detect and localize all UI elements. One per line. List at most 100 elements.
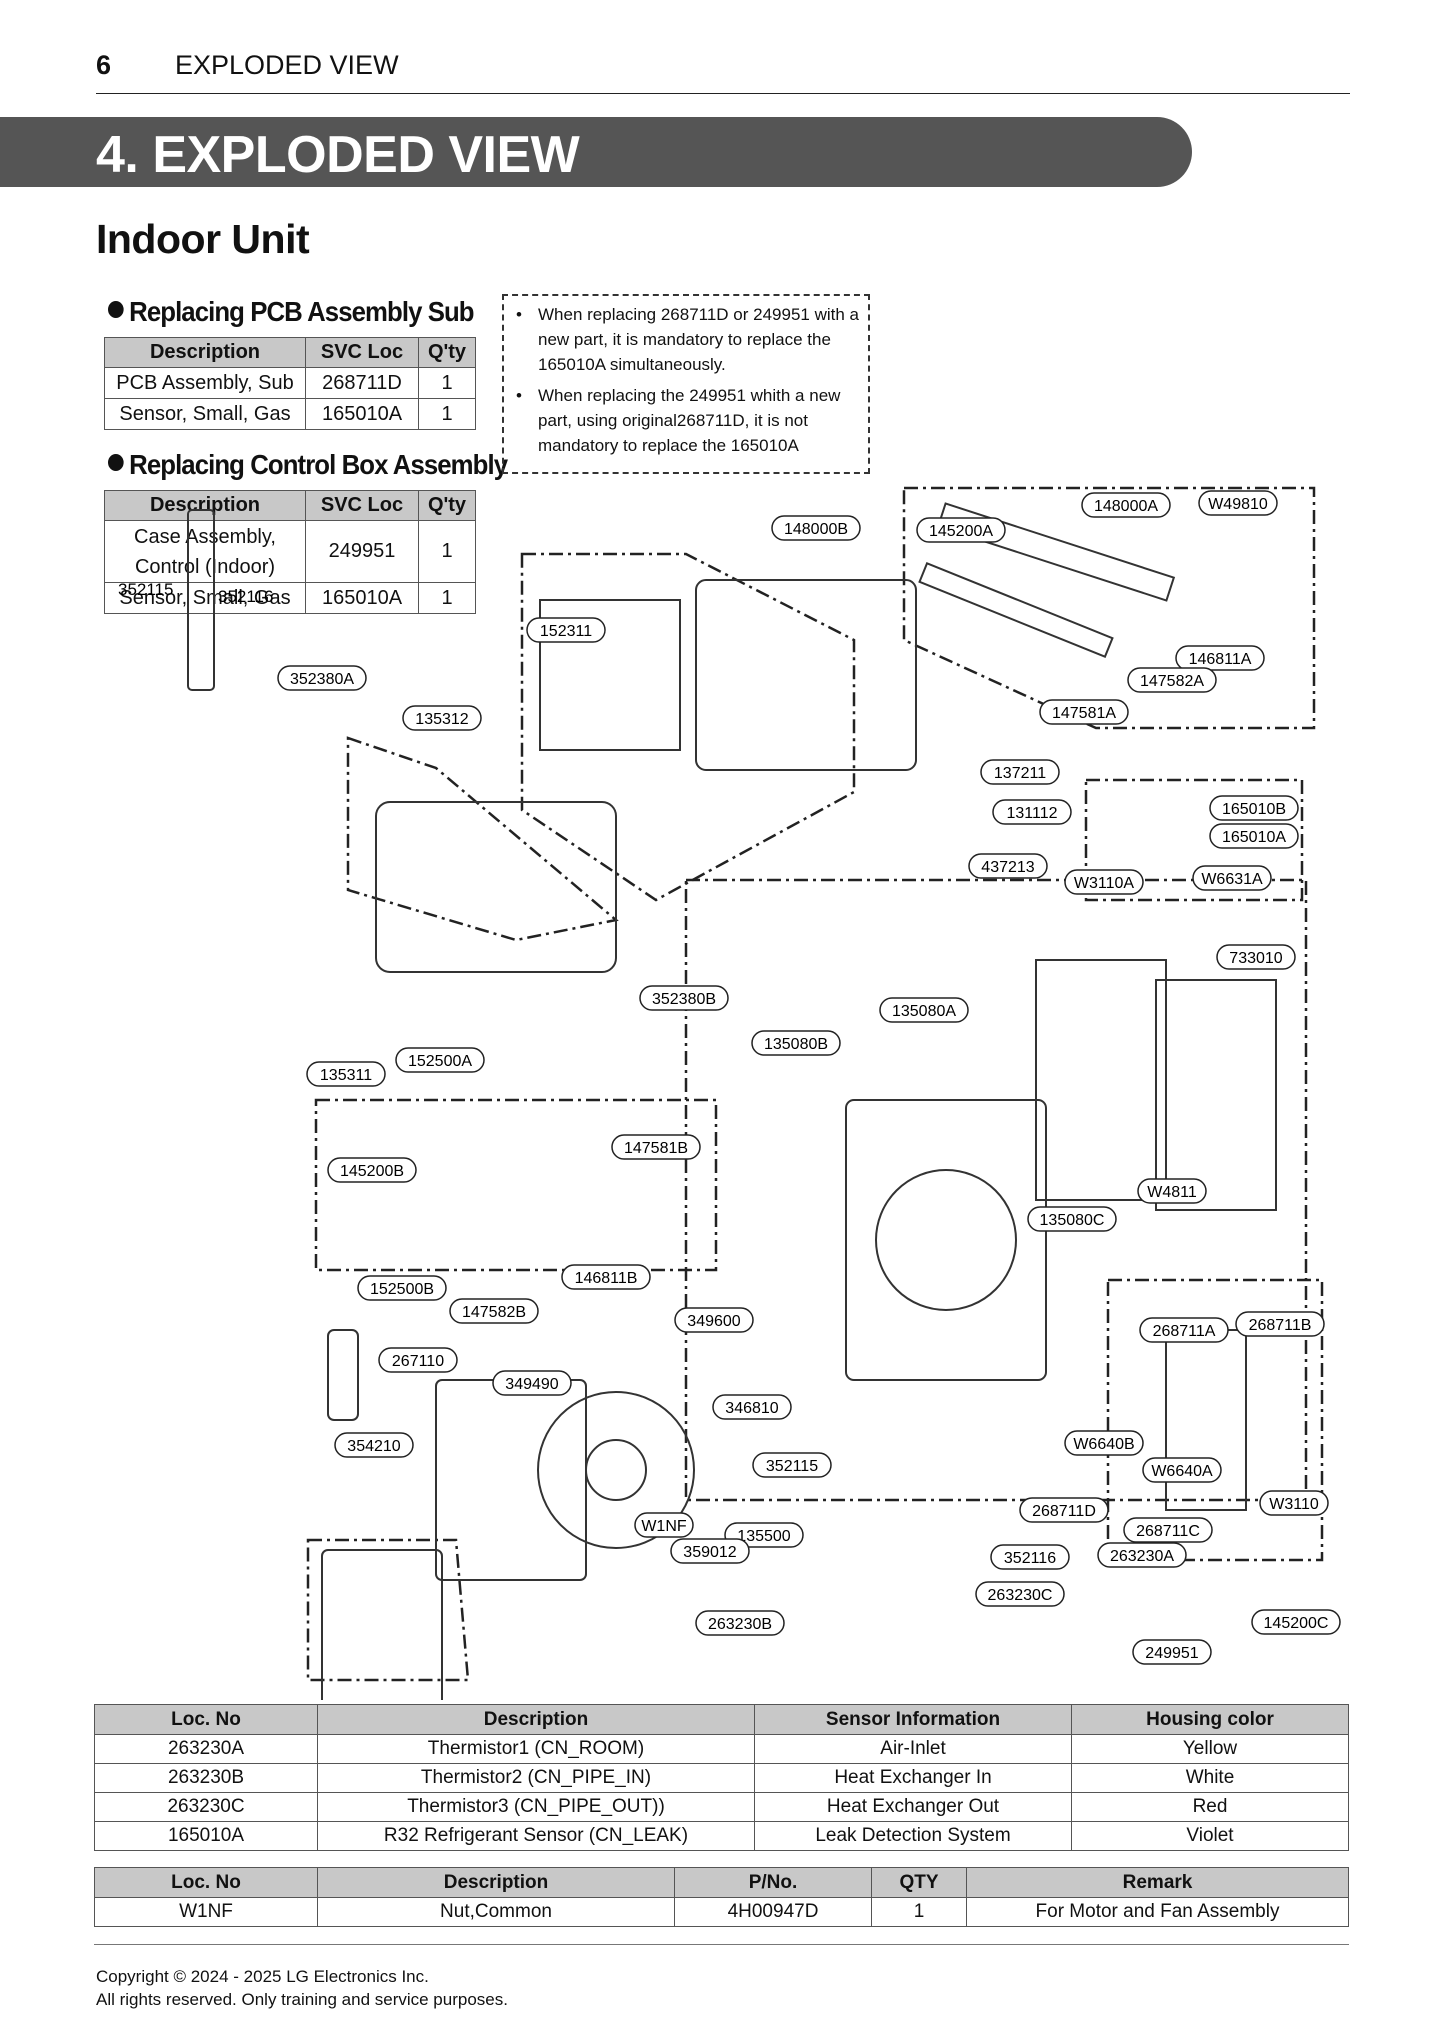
callout-bubble — [751, 1030, 841, 1056]
callout-label: 359012 — [683, 1544, 736, 1561]
heat-exchanger-shape — [435, 1379, 587, 1581]
callout-label: W6640B — [1073, 1436, 1134, 1453]
callout-bubble — [1142, 1457, 1222, 1483]
callout-bubble — [449, 1298, 539, 1324]
callout-bubble — [1235, 1311, 1325, 1337]
table-cell: 1 — [418, 582, 476, 614]
chassis-shape — [845, 1099, 1047, 1381]
pcb-heading-text: Replacing PCB Assembly Sub — [129, 296, 474, 327]
callout-label: W3110 — [1269, 1496, 1319, 1513]
callout-bubble — [634, 1512, 694, 1538]
callout-bubble — [695, 1610, 785, 1636]
callout-label: 147581B — [624, 1140, 688, 1157]
callout-label: 263230C — [988, 1587, 1053, 1604]
callout-bubble — [639, 985, 729, 1011]
filter-shape — [539, 599, 681, 751]
col-housing-color: Housing color — [1071, 1704, 1349, 1735]
pcb-shape — [1165, 1329, 1247, 1511]
callout-bubble — [327, 1157, 417, 1183]
group-outline-control — [1084, 778, 1304, 902]
table-cell: Thermistor3 (CN_PIPE_OUT)) — [317, 1792, 755, 1822]
callout-label: 147581A — [1052, 705, 1116, 722]
table-cell: Thermistor2 (CN_PIPE_IN) — [317, 1763, 755, 1793]
group-outline-panel — [346, 736, 619, 942]
table-cell: R32 Refrigerant Sensor (CN_LEAK) — [317, 1821, 755, 1851]
table-cell: 263230A — [94, 1734, 318, 1764]
callout-label: W6640A — [1151, 1463, 1213, 1480]
copyright-line: Copyright © 2024 - 2025 LG Electronics I… — [96, 1967, 429, 1986]
notes-box: When replacing 268711D or 249951 with a … — [502, 294, 870, 474]
callout-bubble — [277, 665, 367, 691]
callout-137211: 137211 — [980, 759, 1060, 785]
callout-label: 145200C — [1264, 1615, 1329, 1632]
callout-249951: 249951 — [1132, 1639, 1212, 1665]
callout-label: 135080B — [764, 1036, 828, 1053]
callout-label: 263230B — [708, 1616, 772, 1633]
fan-shape — [537, 1391, 695, 1549]
callout-bubble — [1097, 1542, 1187, 1568]
callout-135080b: 135080B — [751, 1030, 841, 1056]
front-frame-shape — [695, 579, 917, 771]
callout-bubble — [334, 1432, 414, 1458]
callout-w49810: W49810 — [1198, 490, 1278, 516]
callout-label: 268711D — [1032, 1503, 1096, 1520]
callout-268711d: 268711D — [1019, 1497, 1109, 1523]
table-cell: 165010A — [94, 1821, 318, 1851]
table-cell: 263230C — [94, 1792, 318, 1822]
callout-bubble — [980, 759, 1060, 785]
callout-label: 137211 — [994, 765, 1046, 782]
callout-label: 352380B — [652, 991, 716, 1008]
callout-label: 152500A — [408, 1053, 472, 1070]
callout-bubble — [1123, 1517, 1213, 1543]
table-row: W1NF Nut,Common 4H00947D 1 For Motor and… — [94, 1897, 1349, 1927]
table-cell: 1 — [418, 520, 476, 583]
page-subtitle: Indoor Unit — [96, 216, 310, 262]
table-cell: 249951 — [305, 520, 419, 583]
callout-w6640b: W6640B — [1064, 1430, 1144, 1456]
callout-w1nf: W1NF — [634, 1512, 694, 1538]
callout-label: 146811A — [1189, 651, 1252, 668]
side-label-352116: 352116 — [218, 587, 273, 606]
group-outline-louver — [902, 486, 1316, 730]
louver-bar-shape-2 — [918, 561, 1114, 659]
callout-146811a: 146811A — [1175, 645, 1265, 671]
callout-label: 147582A — [1140, 673, 1204, 690]
col-qty: QTY — [871, 1867, 967, 1898]
callout-label: W1NF — [641, 1518, 687, 1535]
callout-label: 733010 — [1229, 950, 1282, 967]
bullet-icon — [108, 454, 124, 471]
running-header: EXPLODED VIEW — [175, 50, 399, 80]
table-cell: 165010A — [305, 398, 419, 430]
callout-label: 437213 — [981, 859, 1034, 876]
table-row: 263230B Thermistor2 (CN_PIPE_IN) Heat Ex… — [94, 1763, 1349, 1793]
callout-263230c: 263230C — [975, 1581, 1065, 1607]
callout-label: 268711A — [1153, 1323, 1216, 1340]
callout-bubble — [395, 1047, 485, 1073]
col-remark: Remark — [966, 1867, 1349, 1898]
callout-label: 352380A — [290, 671, 354, 688]
table-cell: White — [1071, 1763, 1349, 1793]
note-item: When replacing the 249951 whith a new pa… — [516, 383, 868, 458]
callout-bubble — [1139, 1317, 1229, 1343]
callout-label: 249951 — [1145, 1645, 1198, 1662]
footer-rule — [94, 1944, 1349, 1945]
callout-label: 135080A — [892, 1003, 956, 1020]
callout-label: 148000A — [1094, 498, 1158, 515]
callout-147581a: 147581A — [1039, 699, 1129, 725]
callout-label: 135080C — [1040, 1212, 1105, 1229]
callout-268711a: 268711A — [1139, 1317, 1229, 1343]
callout-bubble — [1081, 492, 1171, 518]
table-cell: W1NF — [94, 1897, 318, 1927]
callout-bubble — [1064, 1430, 1144, 1456]
col-sensor-info: Sensor Information — [754, 1704, 1072, 1735]
table-row: Case Assembly, Control (Indoor) 249951 1 — [104, 520, 476, 583]
header-rule — [96, 93, 1350, 94]
table-row: 165010A R32 Refrigerant Sensor (CN_LEAK)… — [94, 1821, 1349, 1851]
callout-147582a: 147582A — [1127, 667, 1217, 693]
col-loc-no: Loc. No — [94, 1704, 318, 1735]
callout-label: 346810 — [725, 1400, 778, 1417]
group-outline-front-frame — [520, 552, 856, 902]
table-cell: Violet — [1071, 1821, 1349, 1851]
col-description: Description — [104, 337, 306, 368]
